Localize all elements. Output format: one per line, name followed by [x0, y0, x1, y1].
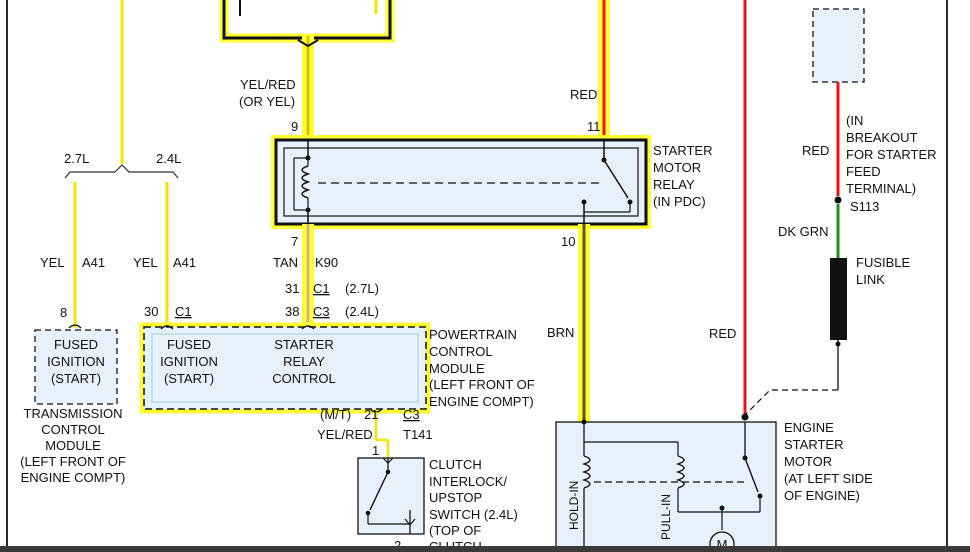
wire-left-circuit: A41: [82, 255, 105, 270]
pcm-bottom-wire: YEL/RED: [317, 427, 373, 442]
motor-name-line-1: ENGINE: [784, 420, 834, 435]
pcm-name-line-3: MODULE: [429, 361, 485, 376]
pcm-right-line-3: CONTROL: [272, 371, 336, 386]
relay-input-wire: YEL/RED (OR YEL) 9: [239, 36, 319, 140]
hold-in-label: HOLD-IN: [567, 481, 581, 530]
fusible-line-2: LINK: [856, 272, 885, 287]
breakout-line-2: BREAKOUT: [846, 130, 918, 145]
motor-name-line-2: STARTER: [784, 437, 843, 452]
relay-out-circuit: K90: [315, 255, 338, 270]
pcm-name-line-2: CONTROL: [429, 344, 493, 359]
bottom-scroll-edge: [0, 546, 970, 552]
relay-name-line-3: RELAY: [653, 177, 695, 192]
tcm-name-line-3: MODULE: [45, 438, 101, 453]
motor-name-line-5: OF ENGINE): [784, 488, 860, 503]
breakout-line-4: FEED: [846, 164, 881, 179]
tcm-inner-line-2: IGNITION: [47, 354, 105, 369]
pcm-left-line-3: (START): [164, 371, 214, 386]
relay-to-pcm-wire: 7 TAN K90 31 C1 (2.7L) 38 C3 (2.4L): [273, 224, 379, 328]
relay-input-label: YEL/RED: [240, 77, 296, 92]
motor-name-line-3: MOTOR: [784, 454, 832, 469]
fusible-line-1: FUSIBLE: [856, 255, 911, 270]
wire-right-circuit: A41: [173, 255, 196, 270]
tcm-pin-8: 8: [60, 305, 67, 320]
pcm-bottom-circuit: T141: [403, 427, 433, 442]
clutch-name-line-3: UPSTOP: [429, 490, 482, 505]
pcm-bottom-note: (M/T): [320, 407, 351, 422]
clutch-pin-bottom: 2: [394, 538, 401, 552]
tcm-module: 8 FUSED IGNITION (START) TRANSMISSION CO…: [20, 305, 126, 485]
tcm-inner-line-1: FUSED: [54, 337, 98, 352]
relay-pin-11: 11: [587, 119, 601, 134]
relay-feed-wire: RED 11: [570, 0, 610, 140]
pcm-bottom-pin: 21: [364, 407, 378, 422]
pcm-conn-c1: C1: [175, 304, 192, 319]
pcm-name-line-4: (LEFT FRONT OF: [429, 377, 535, 392]
starter-motor: M HOLD-IN PULL-IN ENGINE STARTER MOTOR (…: [555, 419, 873, 552]
pcm-pin-31: 31: [285, 281, 299, 296]
pcm-name-line-1: POWERTRAIN: [429, 327, 517, 342]
tcm-inner-line-3: (START): [51, 371, 101, 386]
starter-red-wire: RED: [709, 0, 749, 421]
pull-in-label: PULL-IN: [659, 494, 673, 540]
label-2-4l: 2.4L: [156, 151, 181, 166]
relay-to-starter-wire: 10 BRN: [547, 224, 590, 422]
relay-pin-7: 7: [291, 234, 298, 249]
relay-pin-9: 9: [291, 119, 298, 134]
feed-upper-red-label: RED: [802, 143, 829, 158]
pcm-note-38: (2.4L): [345, 304, 379, 319]
wire-left-color: YEL: [40, 255, 65, 270]
pcm-left-line-2: IGNITION: [160, 354, 218, 369]
clutch-name-line-4: SWITCH (2.4L): [429, 507, 518, 522]
pcm-pin-38: 38: [285, 304, 299, 319]
relay-feed-label: RED: [570, 87, 597, 102]
pcm-bottom-conn: C3: [403, 407, 420, 422]
right-frame-edge: [946, 0, 948, 552]
pcm-left-line-1: FUSED: [167, 337, 211, 352]
left-branch-wires: 2.7L 2.4L YEL A41 YEL A41: [40, 0, 196, 330]
pcm-to-clutch-wire: (M/T) 21 C3 YEL/RED T141: [317, 407, 433, 458]
clutch-switch: 1 2 CLUTCH INTERLOCK/ UPSTOP SWITCH (2.4…: [357, 443, 518, 552]
breakout-line-3: FOR STARTER: [846, 147, 937, 162]
breakout-line-5: TERMINAL): [846, 181, 916, 196]
green-wire-label: DK GRN: [778, 224, 829, 239]
tcm-name-line-1: TRANSMISSION: [24, 406, 123, 421]
breakout-feed: (IN BREAKOUT FOR STARTER FEED TERMINAL) …: [745, 8, 937, 415]
splice-label: S113: [850, 199, 879, 214]
motor-symbol: M: [717, 537, 728, 552]
left-frame-edge: [6, 0, 8, 552]
relay-out-color: TAN: [273, 255, 298, 270]
motor-name-line-4: (AT LEFT SIDE: [784, 471, 873, 486]
tcm-name-line-5: ENGINE COMPT): [21, 470, 126, 485]
pcm-name-line-5: ENGINE COMPT): [429, 394, 534, 409]
clutch-name-line-5: (TOP OF: [429, 523, 481, 538]
pcm-conn-31: C1: [313, 281, 330, 296]
label-2-7l: 2.7L: [64, 151, 89, 166]
pcm-right-line-1: STARTER: [274, 337, 333, 352]
relay-output-label: BRN: [547, 325, 574, 340]
clutch-name-line-2: INTERLOCK/: [429, 474, 507, 489]
pcm-right-line-2: RELAY: [283, 354, 325, 369]
top-junction: [219, 0, 395, 43]
tcm-name-line-2: CONTROL: [41, 422, 105, 437]
breakout-line-1: (IN: [846, 113, 863, 128]
pcm-pin-30: 30: [144, 304, 158, 319]
relay-name-line-1: STARTER: [653, 143, 712, 158]
starter-motor-relay: STARTER MOTOR RELAY (IN PDC): [271, 135, 712, 229]
relay-input-alt-label: (OR YEL): [239, 94, 295, 109]
feed-lower-red-label: RED: [709, 326, 736, 341]
relay-name-line-2: MOTOR: [653, 160, 701, 175]
relay-name-line-4: (IN PDC): [653, 194, 706, 209]
pcm-module: 30 C1 FUSED IGNITION (START) STARTER REL…: [139, 304, 535, 414]
tcm-name-line-4: (LEFT FRONT OF: [20, 454, 126, 469]
pcm-note-31: (2.7L): [345, 281, 379, 296]
relay-pin-10: 10: [561, 234, 575, 249]
clutch-name-line-1: CLUTCH: [429, 457, 482, 472]
pcm-conn-38: C3: [313, 304, 330, 319]
branch-split-bracket: [64, 164, 179, 179]
wire-right-color: YEL: [133, 255, 158, 270]
clutch-pin-top: 1: [372, 443, 379, 458]
